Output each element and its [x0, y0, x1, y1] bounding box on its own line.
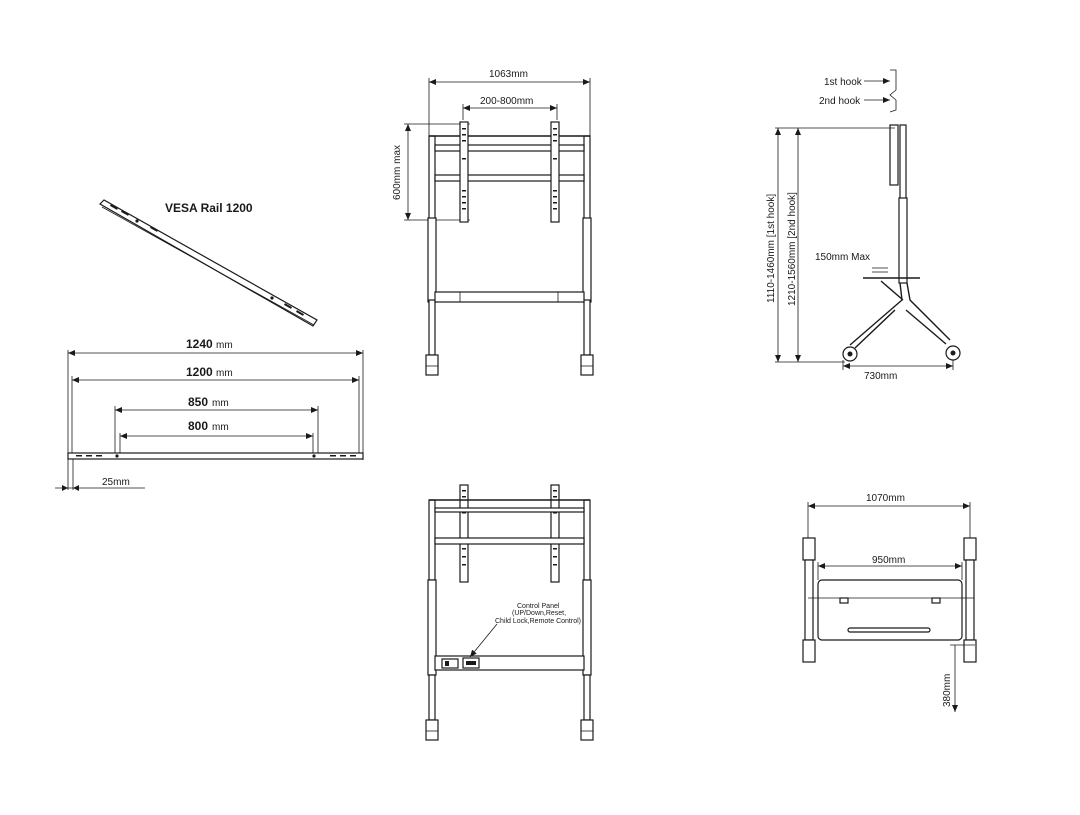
- control-panel-line3: Child Lock,Remote Control): [495, 618, 581, 625]
- dim-800-unit: mm: [212, 422, 229, 433]
- dim-1200-value: 1200: [186, 365, 213, 379]
- dim-1240-value: 1240: [186, 337, 213, 351]
- base-depth-label: 730mm: [864, 371, 897, 382]
- vesa-rail-drawing: VESA Rail 1200: [99, 199, 318, 327]
- dim-25-label: 25mm: [102, 477, 130, 488]
- top-inner-width-label: 950mm: [872, 555, 905, 566]
- hook2-label: 2nd hook: [819, 96, 861, 107]
- control-panel-line1: Control Panel: [517, 603, 560, 610]
- top-height-label: 380mm: [942, 674, 953, 707]
- shelf-depth-label: 150mm Max: [815, 252, 870, 263]
- dim-800-value: 800: [188, 419, 208, 433]
- front-view-drawing: 1063mm 200-800mm 600mm max: [392, 69, 594, 376]
- side-view-drawing: 1st hook 2nd hook 150mm Max 1110-1460mm …: [766, 69, 961, 382]
- dim-1200-unit: mm: [216, 368, 233, 379]
- dim-1240-unit: mm: [216, 340, 233, 351]
- vesa-rail-title: VESA Rail 1200: [165, 201, 253, 215]
- vesa-range-label: 200-800mm: [480, 96, 533, 107]
- hook1-label: 1st hook: [824, 77, 863, 88]
- control-panel-line2: (UP/Down,Reset,: [512, 610, 566, 617]
- dim-850-unit: mm: [212, 398, 229, 409]
- height-hook2-label: 1210-1560mm [2nd hook]: [787, 192, 798, 306]
- height-max-label: 600mm max: [392, 145, 403, 200]
- top-overall-width-label: 1070mm: [866, 493, 905, 504]
- dim-850-value: 850: [188, 395, 208, 409]
- height-hook1-label: 1110-1460mm [1st hook]: [766, 194, 777, 303]
- rail-dimension-drawing: 1240 mm 1200 mm 850 mm 800 mm 25mm: [55, 337, 364, 491]
- top-view-drawing: 1070mm 950mm 380mm: [802, 493, 977, 712]
- front-width-label: 1063mm: [489, 69, 528, 80]
- rear-view-drawing: Control Panel (UP/Down,Reset, Child Lock…: [425, 484, 594, 741]
